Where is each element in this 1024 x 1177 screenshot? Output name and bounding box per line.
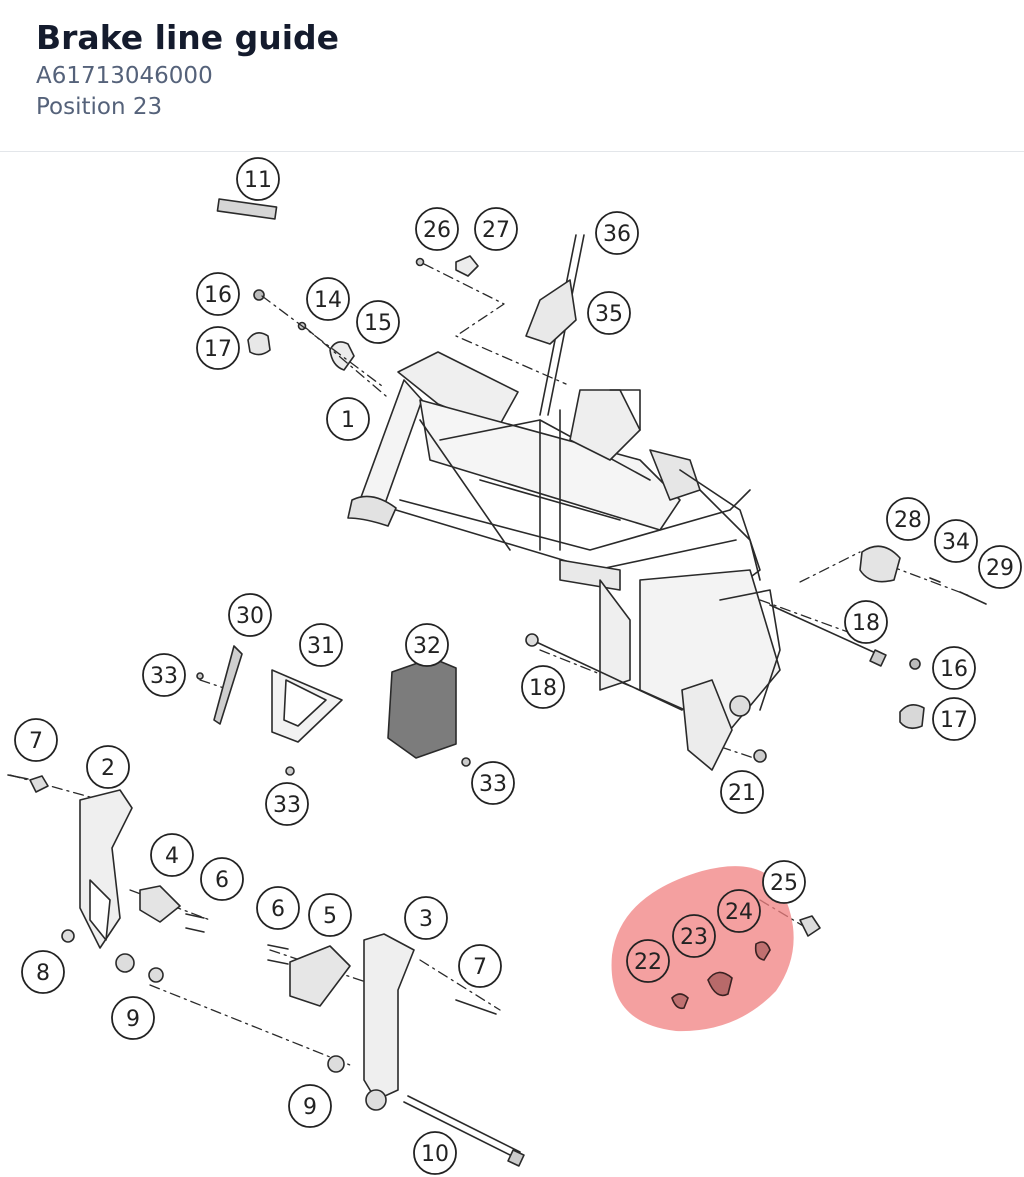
callout-circle bbox=[142, 653, 186, 697]
callout-label: 22 bbox=[634, 950, 662, 975]
callout-label: 16 bbox=[204, 283, 232, 308]
callout-label: 32 bbox=[413, 634, 441, 659]
callout-label: 4 bbox=[165, 844, 179, 869]
callout-label: 23 bbox=[680, 925, 708, 950]
callout-label: 11 bbox=[244, 168, 272, 193]
diagram-drawing bbox=[7, 198, 987, 1167]
callout-circle bbox=[978, 545, 1022, 589]
callout-label: 26 bbox=[423, 218, 451, 243]
callout-label: 33 bbox=[479, 772, 507, 797]
callout-label: 7 bbox=[473, 955, 487, 980]
callout-circle bbox=[717, 889, 761, 933]
callout-circle bbox=[228, 593, 272, 637]
callout-label: 36 bbox=[603, 222, 631, 247]
part-number: A61713046000 bbox=[36, 63, 213, 89]
callout-label: 16 bbox=[940, 657, 968, 682]
callout-circle bbox=[306, 277, 350, 321]
callout-label: 1 bbox=[341, 408, 355, 433]
callout-circle bbox=[474, 207, 518, 251]
callout-label: 5 bbox=[323, 904, 337, 929]
callout-label: 33 bbox=[273, 793, 301, 818]
callout-circle bbox=[458, 944, 502, 988]
callout-circle bbox=[299, 623, 343, 667]
callout-label: 10 bbox=[421, 1142, 449, 1167]
callout-label: 7 bbox=[29, 729, 43, 754]
callout-label: 6 bbox=[215, 868, 229, 893]
callout-circle bbox=[413, 1131, 457, 1175]
callout-circle bbox=[595, 211, 639, 255]
callout-label: 33 bbox=[150, 664, 178, 689]
callout-circle bbox=[415, 207, 459, 251]
callout-label: 2 bbox=[101, 756, 115, 781]
callout-label: 15 bbox=[364, 311, 392, 336]
part-position: Position 23 bbox=[36, 94, 163, 120]
callout-label: 30 bbox=[236, 604, 264, 629]
callout-circle bbox=[886, 497, 930, 541]
callout-circle bbox=[521, 665, 565, 709]
highlight-region bbox=[611, 866, 794, 1032]
callout-label: 17 bbox=[940, 708, 968, 733]
callout-label: 34 bbox=[942, 530, 970, 555]
callout-label: 24 bbox=[725, 900, 753, 925]
callout-circle bbox=[587, 291, 631, 335]
callout-label: 9 bbox=[126, 1007, 140, 1032]
callout-circle bbox=[256, 886, 300, 930]
callout-label: 3 bbox=[419, 907, 433, 932]
callout-circle bbox=[14, 718, 58, 762]
callout-circle bbox=[932, 646, 976, 690]
callout-circle bbox=[196, 326, 240, 370]
callout-label: 28 bbox=[894, 508, 922, 533]
callout-circle bbox=[111, 996, 155, 1040]
callout-circle bbox=[934, 519, 978, 563]
callout-label: 8 bbox=[36, 961, 50, 986]
part-header: Brake line guide A61713046000 Position 2… bbox=[0, 0, 1024, 152]
callout-circle bbox=[308, 893, 352, 937]
callout-label: 29 bbox=[986, 556, 1014, 581]
callout-circle bbox=[288, 1084, 332, 1128]
callout-circle bbox=[200, 857, 244, 901]
callout-circle bbox=[471, 761, 515, 805]
callout-label: 35 bbox=[595, 302, 623, 327]
callout-label: 27 bbox=[482, 218, 510, 243]
callout-label: 25 bbox=[770, 871, 798, 896]
callout-circle bbox=[86, 745, 130, 789]
callout-circle bbox=[405, 623, 449, 667]
callout-circle bbox=[626, 939, 670, 983]
part-title: Brake line guide bbox=[36, 18, 340, 57]
callout-label: 6 bbox=[271, 897, 285, 922]
callout-circle bbox=[21, 950, 65, 994]
callout-circle bbox=[326, 397, 370, 441]
callout-circle bbox=[236, 157, 280, 201]
callout-label: 21 bbox=[728, 781, 756, 806]
callout-label: 31 bbox=[307, 634, 335, 659]
callout-label: 18 bbox=[529, 676, 557, 701]
callout-circle bbox=[196, 272, 240, 316]
callout-circle bbox=[720, 770, 764, 814]
callout-circle bbox=[150, 833, 194, 877]
exploded-parts-diagram: 1126273616171415351283429181617303132333… bbox=[7, 157, 1022, 1175]
callout-circle bbox=[672, 914, 716, 958]
callout-label: 18 bbox=[852, 611, 880, 636]
callout-circle bbox=[932, 697, 976, 741]
callout-label: 17 bbox=[204, 337, 232, 362]
callout-circle bbox=[404, 896, 448, 940]
callout-label: 9 bbox=[303, 1095, 317, 1120]
callout-circle bbox=[844, 600, 888, 644]
callout-circle bbox=[265, 782, 309, 826]
callout-circle bbox=[762, 860, 806, 904]
callout-label: 14 bbox=[314, 288, 342, 313]
callout-circle bbox=[356, 300, 400, 344]
